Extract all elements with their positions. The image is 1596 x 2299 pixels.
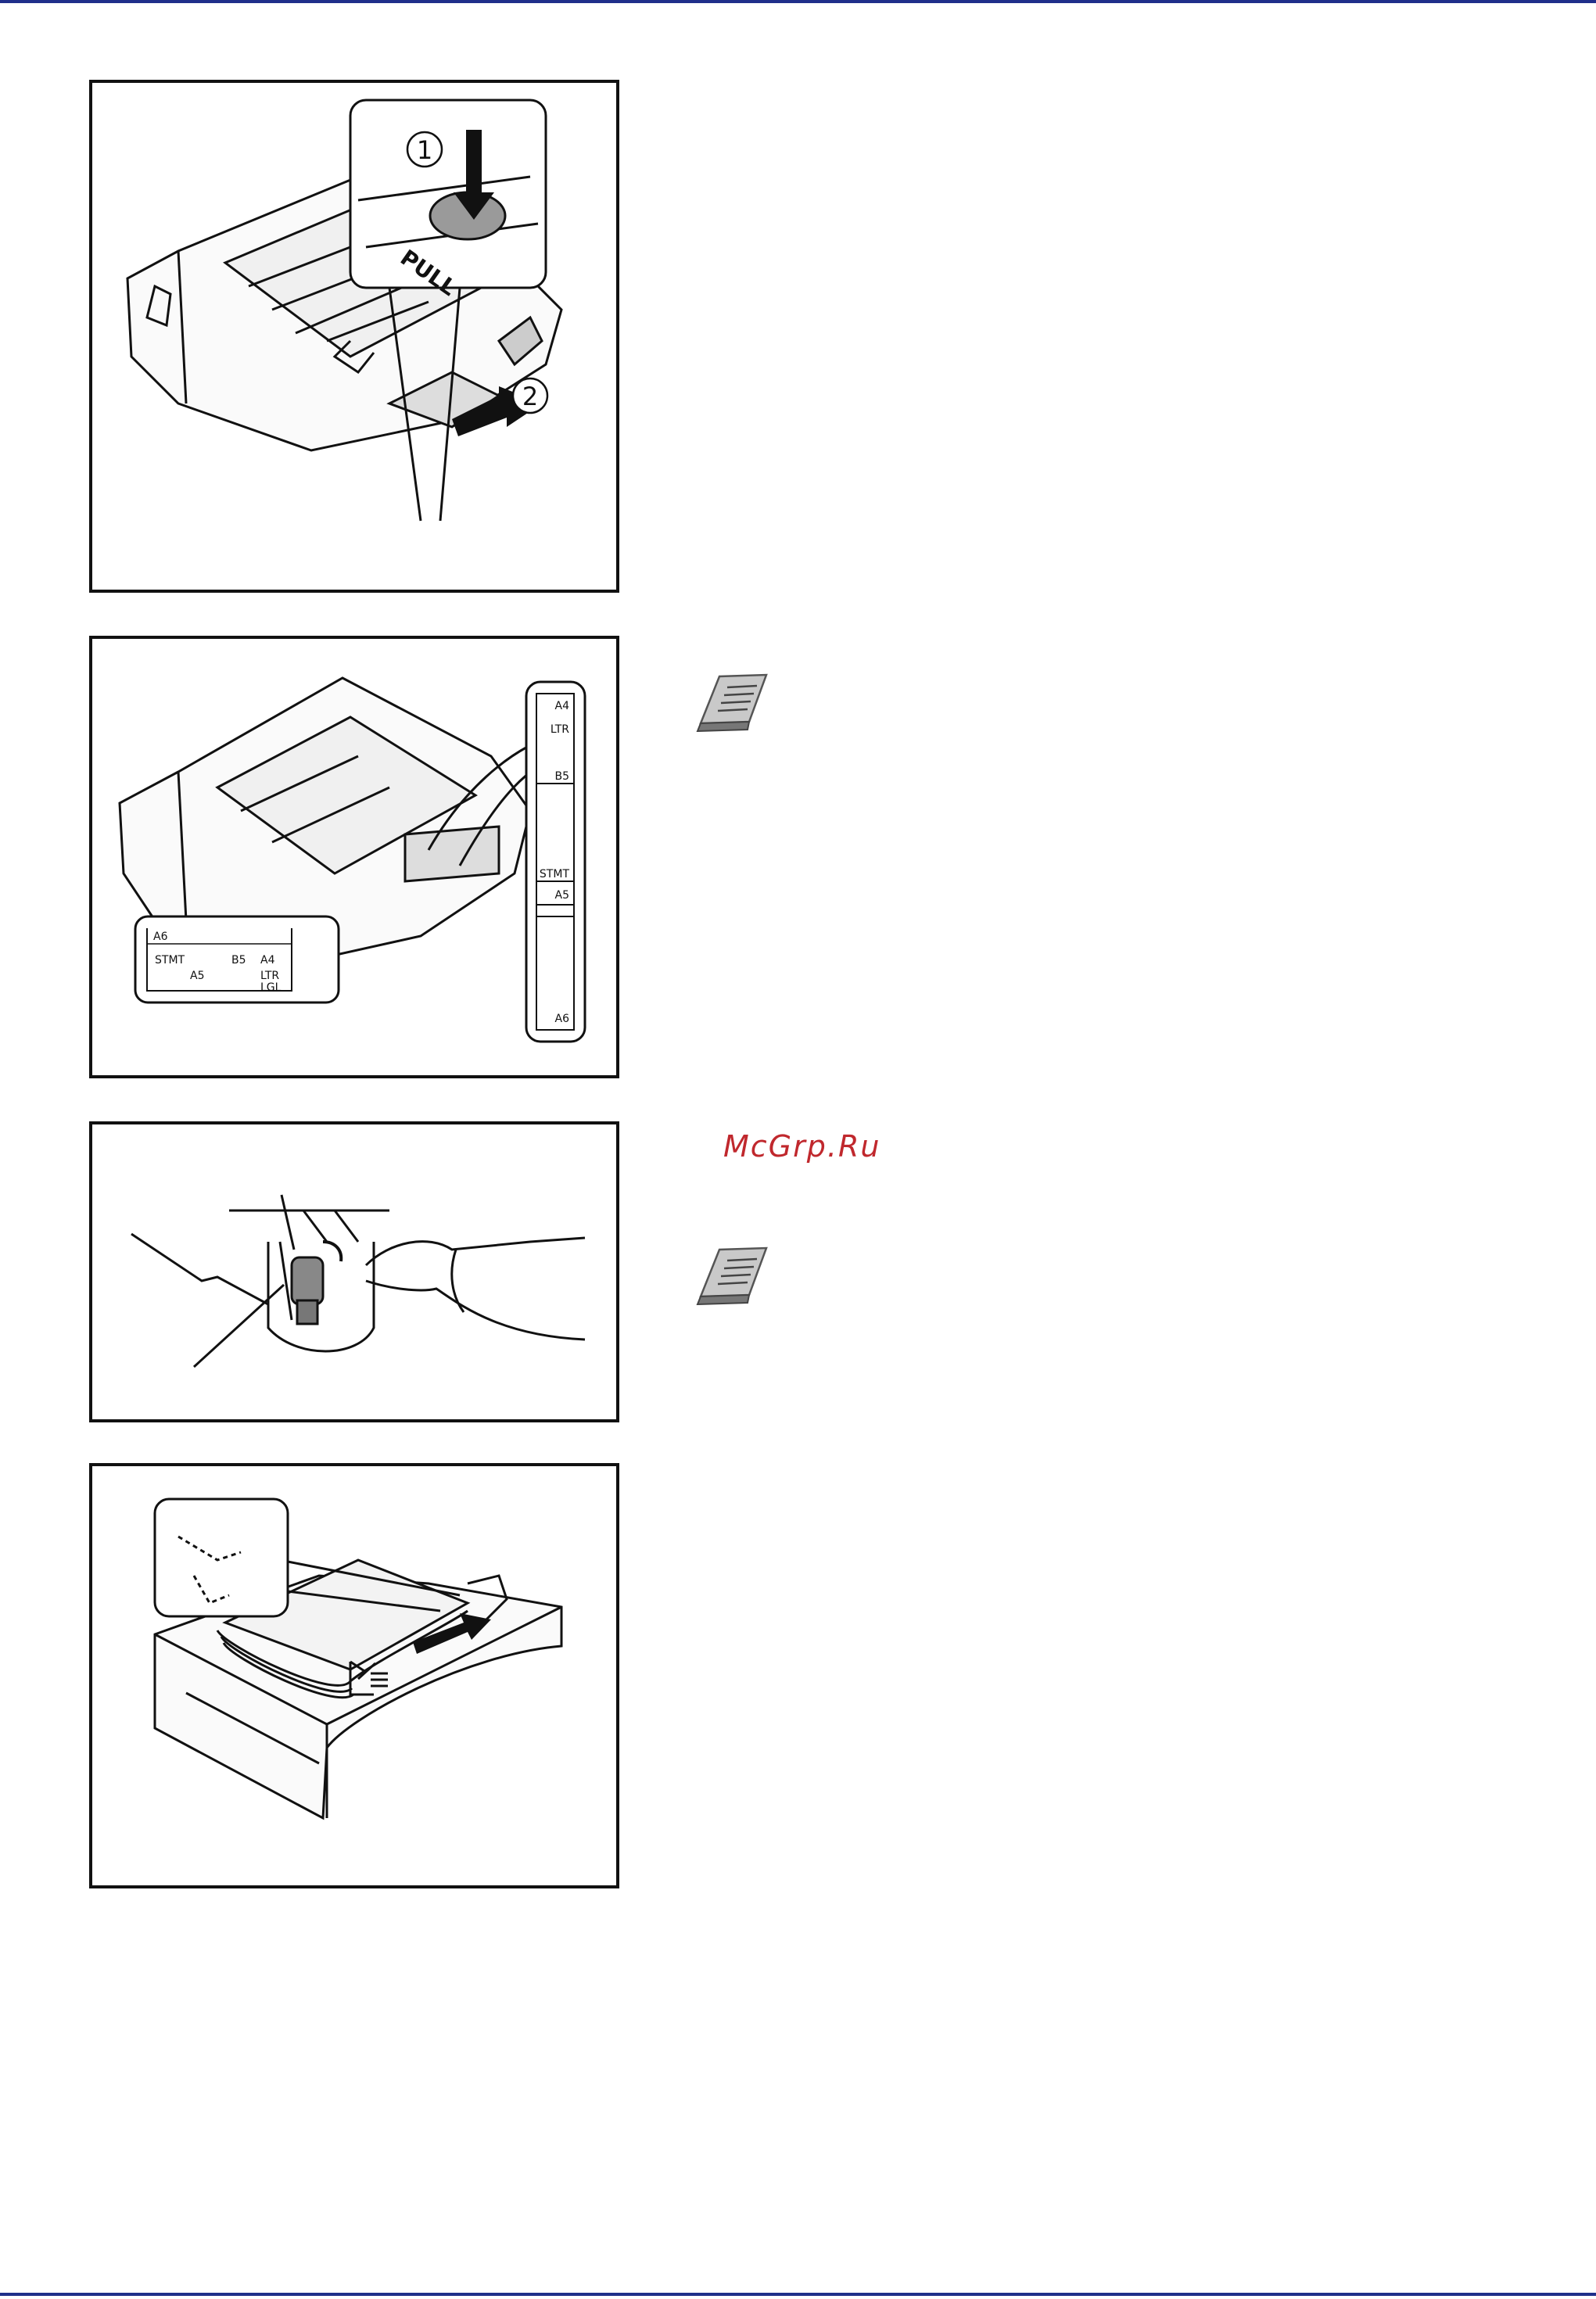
svg-text:B5: B5 [231,954,246,967]
watermark: McGrp.Ru [723,1129,880,1164]
svg-text:1: 1 [417,135,432,165]
svg-text:STMT: STMT [540,868,570,881]
svg-text:A5: A5 [190,970,204,982]
load-paper-figure [89,1463,619,1888]
svg-text:LGL: LGL [260,981,282,994]
callout-2: 2 [513,378,547,413]
tray-extend-figure: 1 2 PULL [89,80,619,593]
svg-text:2: 2 [522,382,538,411]
load-paper-illustration [92,1466,616,1885]
svg-text:A6: A6 [555,1013,570,1025]
svg-text:A6: A6 [153,931,168,943]
paper-dial-figure [89,1121,619,1422]
svg-text:A5: A5 [555,889,569,902]
svg-text:LTR: LTR [260,970,279,982]
svg-text:A4: A4 [555,700,570,712]
svg-text:LTR: LTR [551,723,569,736]
svg-text:A4: A4 [260,954,275,967]
paper-dial-illustration [92,1124,616,1419]
note-icon [694,1242,773,1312]
tray-extend-illustration: 1 2 PULL [92,83,616,590]
vertical-size-scale: A4 LTR B5 STMT A5 A6 [526,682,585,1042]
callout-1: 1 [407,132,442,167]
paper-size-figure: A4 LTR B5 STMT A5 A6 A6 STMT A5 B5 A4 LT… [89,636,619,1078]
svg-text:B5: B5 [554,770,569,783]
svg-text:STMT: STMT [155,954,185,967]
note-icon [694,669,773,739]
bottom-rule [0,2293,1596,2296]
top-rule [0,0,1596,3]
paper-size-illustration: A4 LTR B5 STMT A5 A6 A6 STMT A5 B5 A4 LT… [92,639,616,1075]
horizontal-size-scale: A6 STMT A5 B5 A4 LTR LGL [135,916,339,1002]
